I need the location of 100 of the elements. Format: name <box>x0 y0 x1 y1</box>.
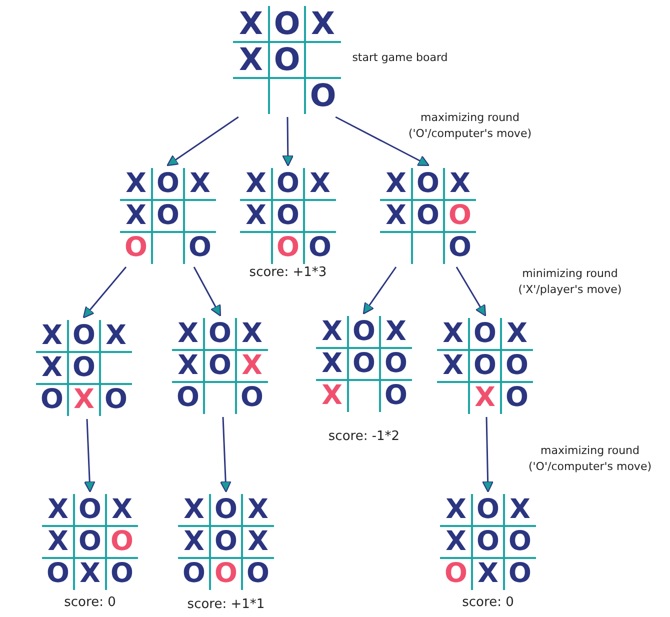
arrow <box>362 266 397 314</box>
board-mark: X <box>320 320 344 344</box>
board-mark: O <box>276 236 300 260</box>
board-mark: X <box>110 498 134 522</box>
board-mark: O <box>208 322 232 346</box>
board-mark: O <box>208 354 232 378</box>
game-board <box>172 318 268 414</box>
board-mark: O <box>240 386 264 410</box>
arrow <box>282 117 294 167</box>
board-mark: O <box>46 562 70 586</box>
score-label: score: +1*3 <box>248 264 328 282</box>
board-mark: O <box>273 46 301 74</box>
board-mark: X <box>40 356 64 380</box>
board-mark: O <box>110 562 134 586</box>
board-mark: O <box>214 530 238 554</box>
score-label: score: 0 <box>461 594 515 612</box>
board-mark: X <box>308 172 332 196</box>
board-mark: O <box>444 562 468 586</box>
board-mark: X <box>384 320 408 344</box>
board-mark: X <box>246 530 270 554</box>
board-mark: O <box>72 324 96 348</box>
board-mark: X <box>46 530 70 554</box>
board-mark: X <box>124 172 148 196</box>
board-mark: X <box>244 204 268 228</box>
board-mark: X <box>40 324 64 348</box>
board-mark: O <box>176 386 200 410</box>
board-mark: O <box>384 352 408 376</box>
board-mark: X <box>182 530 206 554</box>
arrow <box>84 418 96 493</box>
board-mark: O <box>476 530 500 554</box>
game-board <box>36 320 132 416</box>
board-mark: O <box>156 172 180 196</box>
board-caption: start game board <box>351 50 449 66</box>
game-board <box>120 168 216 264</box>
board-mark: O <box>273 10 301 38</box>
board-mark: O <box>78 530 102 554</box>
arrow <box>193 266 222 316</box>
board-mark: X <box>182 498 206 522</box>
board-mark: O <box>214 498 238 522</box>
board-mark: X <box>384 172 408 196</box>
board-mark: X <box>444 498 468 522</box>
board-mark: X <box>384 204 408 228</box>
board-mark: X <box>46 498 70 522</box>
round-note: maximizing round ('O'/computer's move) <box>527 443 653 475</box>
round-note: maximizing round ('O'/computer's move) <box>407 110 533 142</box>
board-mark: X <box>72 388 96 412</box>
game-board <box>437 318 533 414</box>
board-mark: O <box>352 320 376 344</box>
score-label: score: +1*1 <box>186 596 266 614</box>
board-mark: O <box>40 388 64 412</box>
board-mark: X <box>244 172 268 196</box>
arrow <box>166 116 239 166</box>
board-mark: O <box>448 204 472 228</box>
board-mark: O <box>504 354 530 378</box>
board-mark: O <box>416 204 440 228</box>
board-mark: O <box>504 386 530 410</box>
board-mark: X <box>176 322 200 346</box>
board-mark: O <box>448 236 472 260</box>
game-board <box>233 6 341 114</box>
board-mark: X <box>246 498 270 522</box>
board-mark: X <box>444 530 468 554</box>
board-mark: O <box>78 498 102 522</box>
board-mark: X <box>238 46 264 74</box>
board-mark: O <box>508 530 532 554</box>
board-mark: X <box>124 204 148 228</box>
board-mark: X <box>78 562 102 586</box>
board-mark: O <box>214 562 238 586</box>
board-mark: O <box>246 562 270 586</box>
game-board <box>42 494 138 590</box>
board-mark: O <box>104 388 128 412</box>
board-mark: O <box>124 236 148 260</box>
game-board <box>440 494 536 590</box>
score-label: score: 0 <box>63 594 117 612</box>
board-mark: O <box>308 236 332 260</box>
board-mark: X <box>442 354 464 378</box>
game-board <box>380 168 476 264</box>
board-mark: O <box>384 384 408 408</box>
arrow <box>335 116 430 166</box>
board-mark: X <box>104 324 128 348</box>
game-board <box>316 316 412 412</box>
game-board <box>178 494 274 590</box>
board-mark: O <box>156 204 180 228</box>
board-mark: O <box>110 530 134 554</box>
board-mark: O <box>276 172 300 196</box>
board-mark: X <box>320 352 344 376</box>
board-mark: X <box>188 172 212 196</box>
board-mark: X <box>320 384 344 408</box>
board-mark: X <box>476 562 500 586</box>
board-mark: X <box>506 322 528 346</box>
board-mark: X <box>238 10 264 38</box>
arrow <box>220 416 232 493</box>
arrow <box>456 266 486 316</box>
board-mark: O <box>508 562 532 586</box>
board-mark: X <box>240 322 264 346</box>
board-mark: X <box>176 354 200 378</box>
board-mark: O <box>472 354 498 378</box>
board-mark: X <box>310 10 336 38</box>
board-mark: O <box>188 236 212 260</box>
score-label: score: -1*2 <box>327 428 401 446</box>
board-mark: O <box>276 204 300 228</box>
